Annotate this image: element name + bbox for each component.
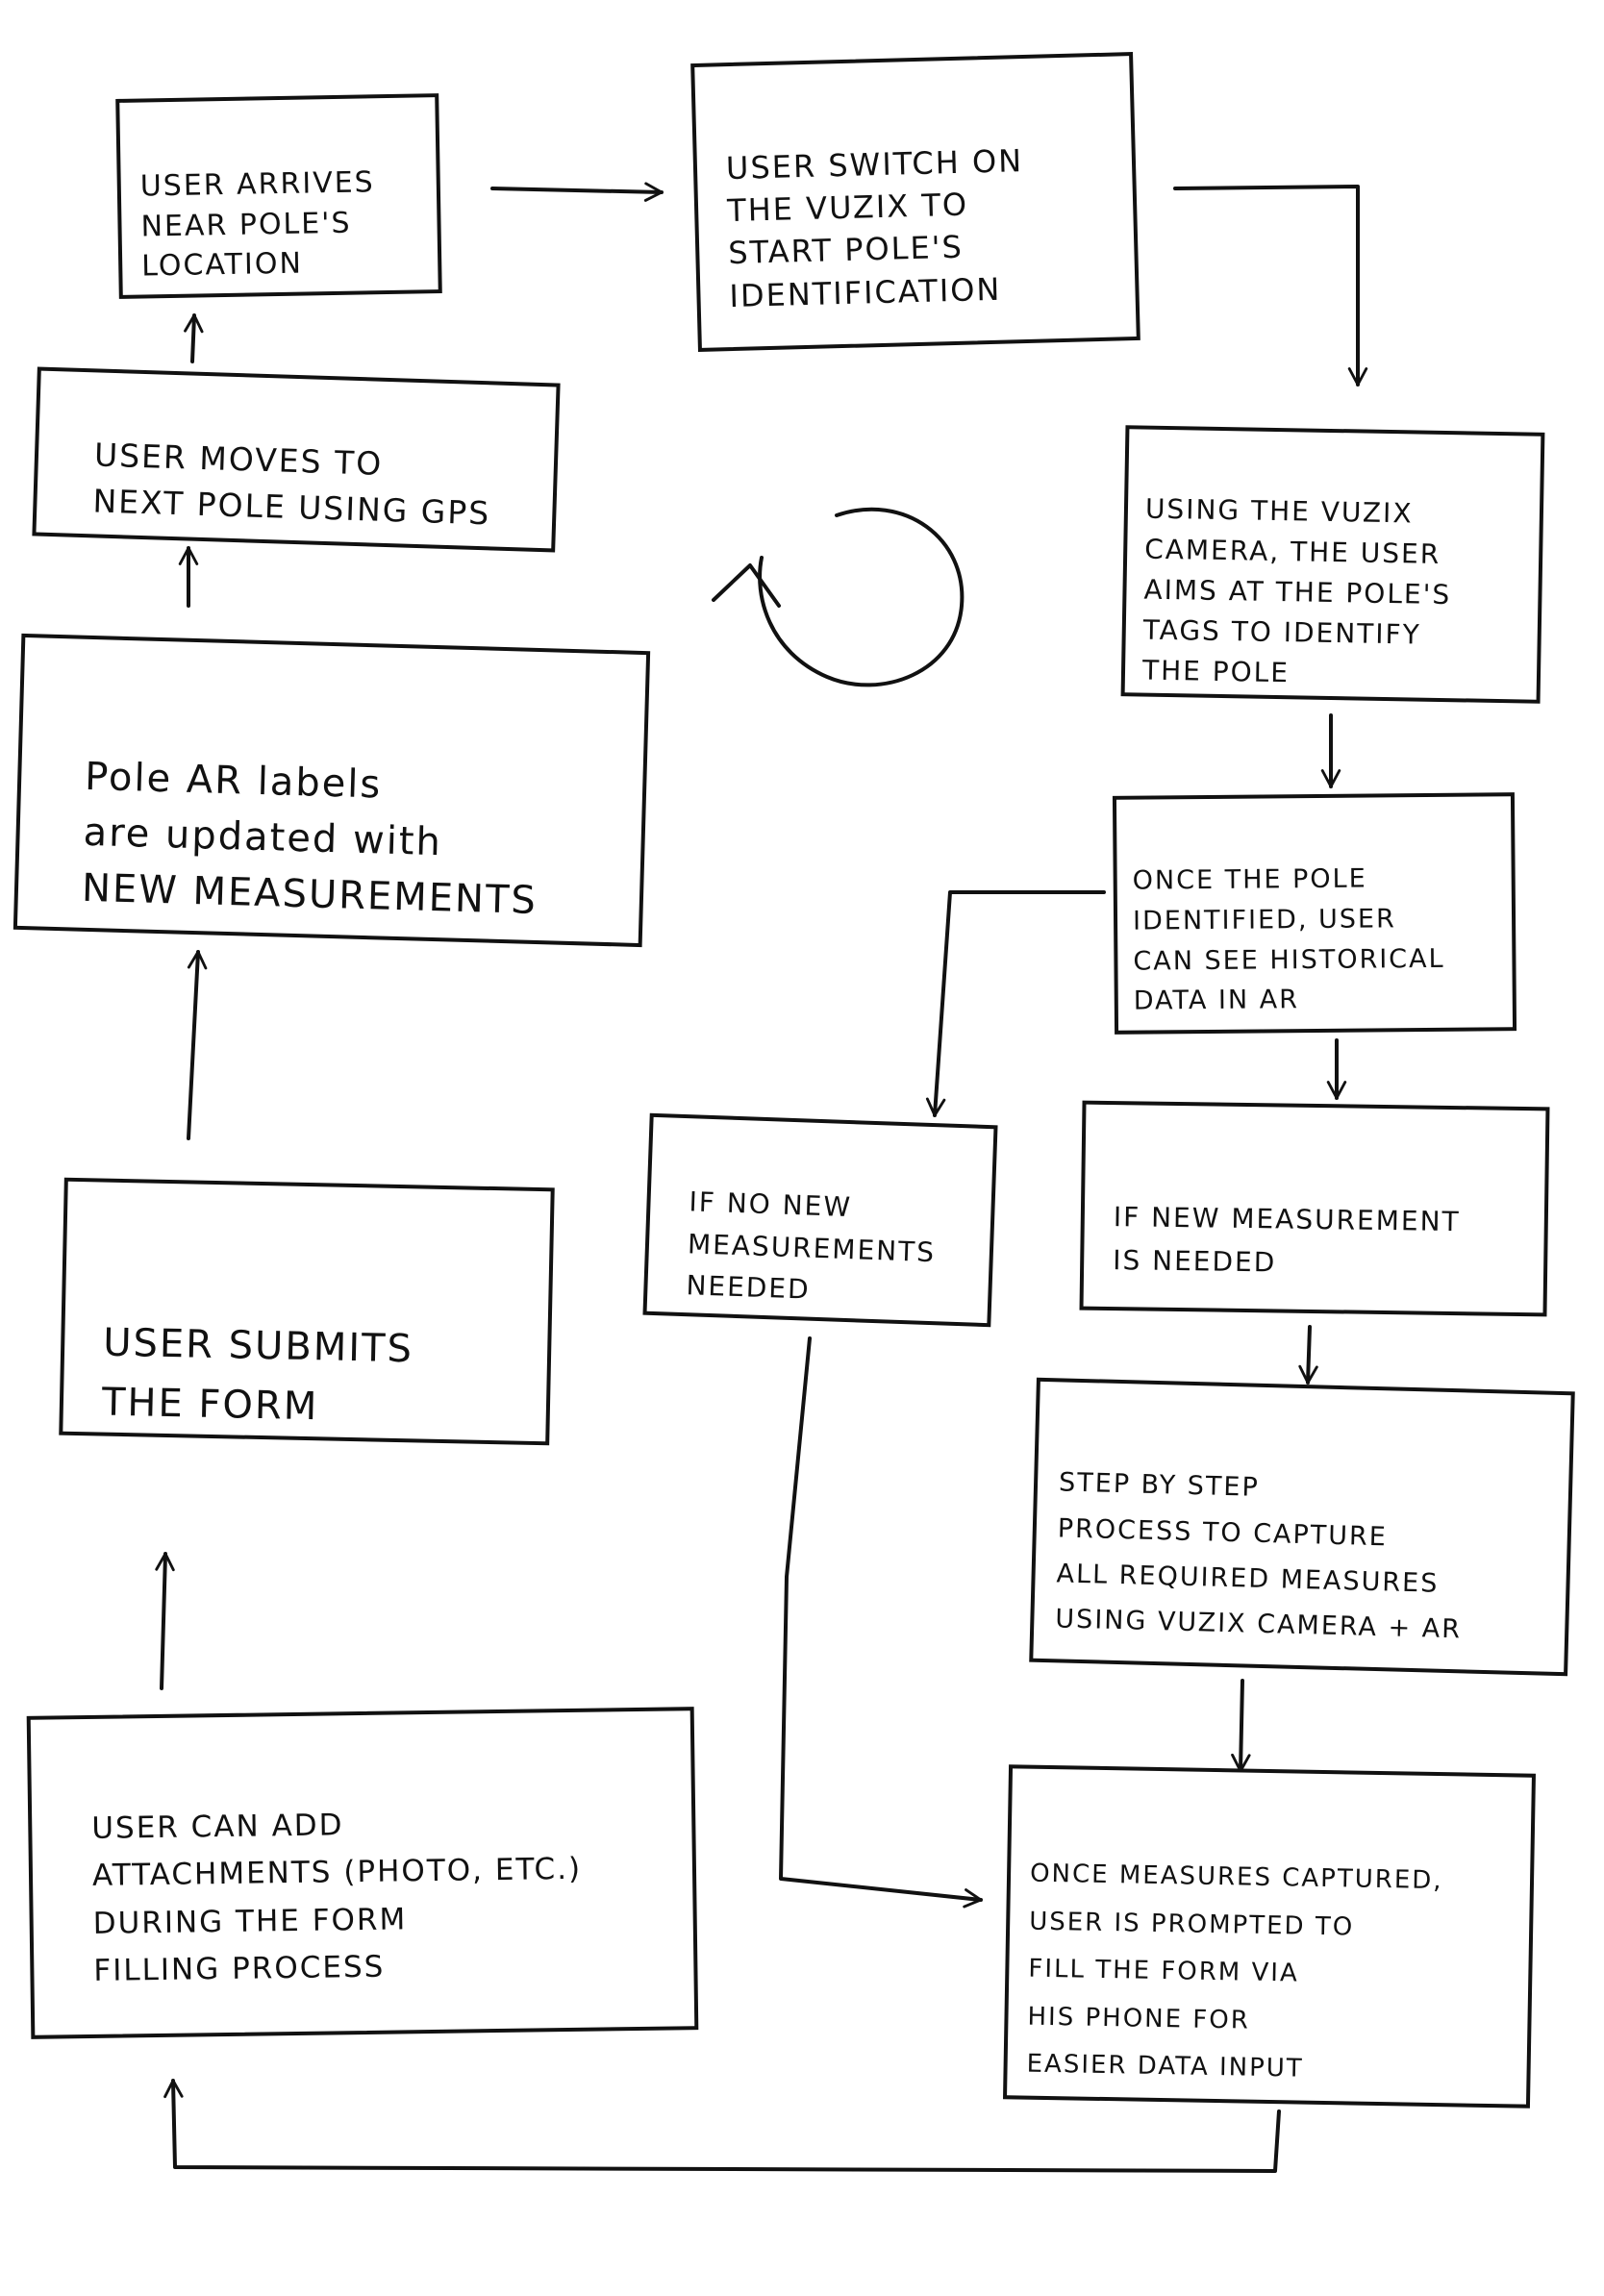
node-submit-form-text: USER SUBMITS THE FORM: [101, 1320, 414, 1430]
arrow-step-to-form: [1231, 1679, 1251, 1773]
arrow-arrives-to-switch: [490, 182, 664, 202]
arrow-attachments-to-submit: [155, 1552, 175, 1690]
node-ar-labels-updated-text: Pole AR labels are updated with NEW MEAS…: [81, 754, 539, 924]
node-new-measurement: IF NEW MEASUREMENT IS NEEDED: [1079, 1100, 1550, 1317]
arrow-no-new-to-form: [779, 1336, 983, 1909]
node-aim-at-tags-text: USING THE VUZIX CAMERA, THE USER AIMS AT…: [1141, 492, 1452, 689]
node-submit-form: USER SUBMITS THE FORM: [59, 1177, 555, 1446]
node-no-new-measurements: IF NO NEW MEASUREMENTS NEEDED: [642, 1112, 998, 1328]
node-user-arrives: USER ARRIVES NEAR POLE'S LOCATION: [115, 93, 442, 299]
node-pole-identified-text: ONCE THE POLE IDENTIFIED, USER CAN SEE H…: [1132, 863, 1445, 1017]
node-user-arrives-text: USER ARRIVES NEAR POLE'S LOCATION: [139, 165, 376, 284]
node-ar-labels-updated: Pole AR labels are updated with NEW MEAS…: [13, 633, 651, 948]
node-step-by-step: STEP BY STEP PROCESS TO CAPTURE ALL REQU…: [1029, 1377, 1575, 1677]
node-fill-form: ONCE MEASURES CAPTURED, USER IS PROMPTED…: [1003, 1764, 1536, 2109]
node-add-attachments-text: USER CAN ADD ATTACHMENTS (PHOTO, etc.) D…: [91, 1807, 583, 1989]
arrow-identified-to-no-new: [925, 890, 1106, 1117]
node-no-new-measurements-text: IF NO NEW MEASUREMENTS NEEDED: [685, 1185, 937, 1306]
node-moves-next-pole-text: USER MOVES TO NEXT POLE USING GPS: [91, 436, 491, 533]
arrow-moves-to-arrives: [184, 313, 204, 363]
node-pole-identified: ONCE THE POLE IDENTIFIED, USER CAN SEE H…: [1112, 792, 1517, 1035]
arrow-switch-to-aim: [1173, 185, 1368, 387]
arrow-new-to-step: [1298, 1325, 1318, 1385]
circular-loop-arrow-icon: [712, 507, 965, 687]
node-aim-at-tags: USING THE VUZIX CAMERA, THE USER AIMS AT…: [1120, 425, 1545, 704]
node-moves-next-pole: USER MOVES TO NEXT POLE USING GPS: [32, 366, 561, 553]
node-switch-on-vuzix: USER SWITCH ON THE VUZIX TO START POLE'S…: [690, 52, 1140, 352]
node-step-by-step-text: STEP BY STEP PROCESS TO CAPTURE ALL REQU…: [1054, 1467, 1463, 1645]
node-new-measurement-text: IF NEW MEASUREMENT IS NEEDED: [1113, 1200, 1461, 1279]
node-fill-form-text: ONCE MEASURES CAPTURED, USER IS PROMPTED…: [1026, 1859, 1443, 2084]
arrow-submit-to-labels: [187, 950, 208, 1140]
node-switch-on-vuzix-text: USER SWITCH ON THE VUZIX TO START POLE'S…: [725, 142, 1024, 314]
arrow-form-to-attachments: [163, 2079, 1281, 2173]
node-add-attachments: USER CAN ADD ATTACHMENTS (PHOTO, etc.) D…: [26, 1707, 699, 2039]
